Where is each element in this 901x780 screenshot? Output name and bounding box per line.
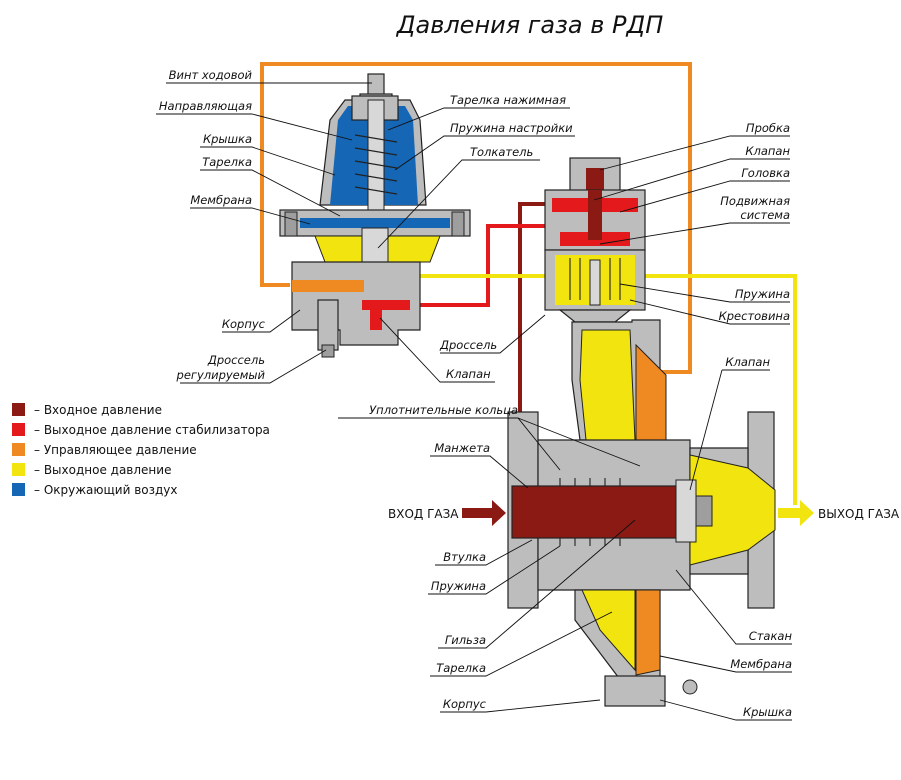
label-main-plate: Тарелка	[436, 661, 486, 675]
legend-swatch-inlet	[12, 403, 25, 416]
label-throttle-2: регулируемый	[176, 368, 266, 382]
outlet-label: ВЫХОД ГАЗА	[818, 507, 900, 521]
label-cuff: Манжета	[434, 441, 490, 455]
legend-label-control: – Управляющее давление	[34, 443, 197, 457]
label-stab-valve: Клапан	[745, 144, 790, 158]
label-plate: Тарелка	[202, 155, 252, 169]
main-labels: Клапан Уплотнительные кольца Манжета Вту…	[338, 355, 793, 721]
label-main-membrane: Мембрана	[730, 657, 792, 671]
label-liner: Гильза	[445, 633, 486, 647]
label-spring: Пружина настройки	[450, 121, 573, 135]
flow-arrows	[462, 500, 814, 526]
label-pilot-valve: Клапан	[446, 367, 491, 381]
label-press-plate: Тарелка нажимная	[450, 93, 566, 107]
label-membrane: Мембрана	[190, 193, 252, 207]
label-sleeve: Втулка	[443, 550, 486, 564]
label-main-spring: Пружина	[431, 579, 486, 593]
legend-label-outlet: – Выходное давление	[34, 463, 171, 477]
label-guide: Направляющая	[159, 99, 252, 113]
legend: – Входное давление – Выходное давление с…	[12, 403, 270, 497]
label-seals: Уплотнительные кольца	[369, 403, 518, 417]
label-throttle-1: Дроссель	[207, 353, 265, 367]
legend-swatch-stabilizer	[12, 423, 25, 436]
legend-label-air: – Окружающий воздух	[34, 483, 178, 497]
label-plug: Пробка	[746, 121, 790, 135]
main-regulator	[507, 319, 776, 707]
label-stab-spring: Пружина	[735, 287, 790, 301]
label-head: Головка	[741, 166, 790, 180]
label-screw: Винт ходовой	[169, 68, 253, 82]
legend-swatch-control	[12, 443, 25, 456]
inlet-label: ВХОД ГАЗА	[388, 507, 459, 521]
legend-swatch-air	[12, 483, 25, 496]
label-moving-1: Подвижная	[720, 194, 790, 208]
label-cover: Крышка	[203, 132, 252, 146]
label-body: Корпус	[222, 317, 266, 331]
label-cross: Крестовина	[719, 309, 790, 323]
diagram-title: Давления газа в РДП	[396, 11, 664, 39]
label-main-cover: Крышка	[743, 705, 792, 719]
stabilizer	[544, 157, 646, 323]
label-main-valve: Клапан	[725, 355, 770, 369]
stabilizer-labels: Пробка Клапан Головка Подвижная система …	[593, 121, 790, 325]
pilot-regulator	[279, 73, 471, 358]
label-main-body: Корпус	[443, 697, 487, 711]
label-moving-2: система	[740, 208, 790, 222]
label-cup: Стакан	[749, 629, 793, 643]
label-throttle-right: Дроссель	[439, 338, 497, 352]
label-pusher: Толкатель	[470, 145, 533, 159]
legend-swatch-outlet	[12, 463, 25, 476]
pilot-labels: Винт ходовой Направляющая Крышка Тарелка…	[156, 68, 575, 384]
legend-label-stabilizer: – Выходное давление стабилизатора	[34, 423, 270, 437]
legend-label-inlet: – Входное давление	[34, 403, 162, 417]
